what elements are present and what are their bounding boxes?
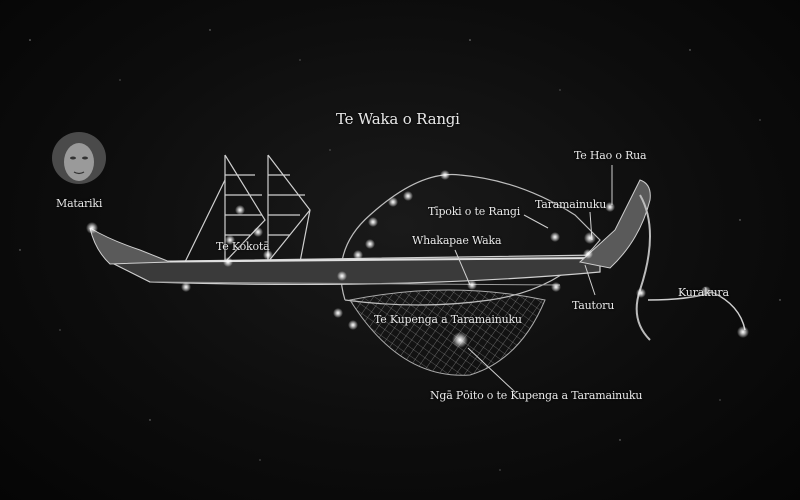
diagram-title: Te Waka o Rangi: [336, 110, 460, 128]
label-whakapae-waka: Whakapae Waka: [412, 234, 502, 247]
label-taramainuku: Taramainuku: [535, 198, 607, 211]
constellation-loop: [340, 173, 601, 306]
kurakura-trail: [647, 291, 746, 331]
label-matariki: Matariki: [56, 197, 103, 210]
stars: [86, 170, 749, 348]
label-te-hao-o-rua: Te Hao o Rua: [574, 149, 647, 162]
label-tipoki-o-te-rangi: Tīpoki o te Rangi: [428, 205, 521, 218]
leader-lines: [454, 165, 613, 393]
fishing-net: [349, 289, 546, 376]
label-nga-poito: Ngā Pōito o te Kupenga a Taramainuku: [430, 389, 643, 402]
label-te-kokota: Te Kokotā: [216, 240, 270, 253]
label-te-kupenga: Te Kupenga a Taramainuku: [374, 313, 522, 326]
label-kurakura: Kurakura: [678, 286, 729, 299]
background-stars: [19, 29, 781, 471]
sails: [184, 154, 311, 263]
label-tautoru: Tautoru: [572, 299, 615, 312]
matariki-face: [52, 132, 106, 184]
